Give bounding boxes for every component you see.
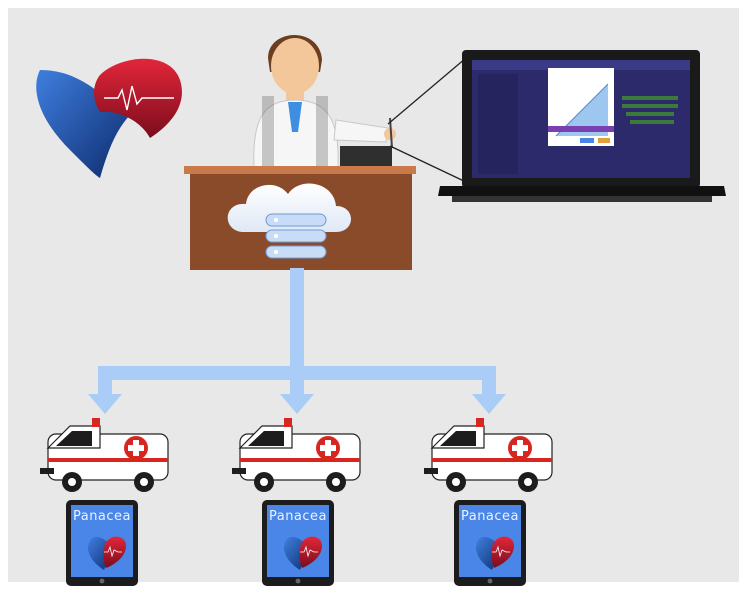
arrow-right-shaft — [482, 366, 496, 396]
tablet-label: Panacea — [269, 509, 327, 524]
tablet-label: Panacea — [461, 509, 519, 524]
distribution-arrows — [88, 268, 506, 414]
arrow-trunk — [290, 268, 304, 372]
arrow-center-head — [280, 394, 314, 414]
tablet-icon: Panacea — [66, 500, 138, 586]
arrow-left-head — [88, 394, 122, 414]
tablet-label: Panacea — [73, 509, 131, 524]
doctor-icon — [253, 35, 396, 169]
arrow-center-shaft — [290, 366, 304, 396]
cloud-server-icon — [227, 183, 351, 259]
laptop-icon — [387, 50, 726, 202]
arrow-right-head — [472, 394, 506, 414]
arrow-left-shaft — [98, 366, 112, 396]
tablet-icon: Panacea — [262, 500, 334, 586]
heart-pulse-logo-icon — [36, 58, 182, 178]
tablet-icon: Panacea — [454, 500, 526, 586]
